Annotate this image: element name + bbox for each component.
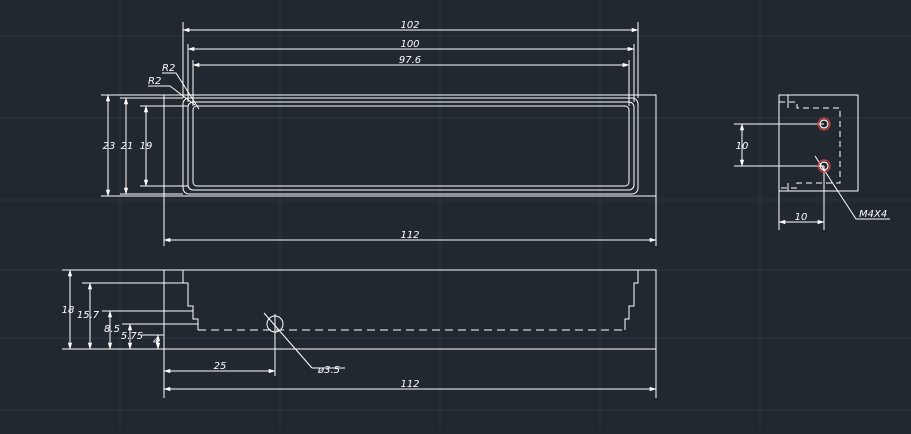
dim-height-21: 21 (121, 141, 134, 152)
front-view-outline (163, 269, 657, 350)
dim-side-spacing-10: 10 (736, 141, 749, 152)
dim-height-18: 18 (62, 305, 75, 316)
threaded-hole-upper-icon (817, 117, 831, 131)
dim-radius-inner: R2 (148, 76, 161, 87)
side-view (734, 94, 890, 230)
dim-hole-offset-25: 25 (214, 361, 227, 372)
dim-height-15-7: 15.7 (77, 310, 100, 321)
dim-front-length-112: 112 (400, 379, 419, 390)
front-view (62, 269, 657, 398)
side-view-holes (817, 117, 831, 173)
top-view-labels: 102 100 97.6 R2 R2 23 21 19 112 (103, 20, 422, 241)
threaded-hole-lower-icon (817, 159, 831, 173)
side-view-labels: 10 10 M4X4 (736, 141, 888, 223)
dim-top-102: 102 (400, 20, 419, 31)
dim-height-19: 19 (140, 141, 153, 152)
dim-height-8-5: 8.5 (104, 324, 120, 335)
top-view (101, 22, 657, 246)
pocket-mid (187, 101, 635, 191)
top-view-outline (163, 94, 657, 197)
dim-hole-diameter: ø3.5 (317, 365, 340, 376)
front-view-labels: 18 15.7 8.5 5.75 4 25 ø3.5 112 (62, 305, 420, 390)
dim-thread-spec: M4X4 (859, 209, 887, 220)
dim-height-23: 23 (103, 141, 116, 152)
side-view-outline (778, 94, 859, 192)
dim-top-100: 100 (400, 39, 419, 50)
dim-height-5-75: 5.75 (121, 331, 143, 342)
dim-top-97-6: 97.6 (399, 55, 421, 66)
pocket-inner (192, 105, 630, 187)
pocket-outer (182, 97, 639, 195)
dim-side-width-10: 10 (795, 212, 808, 223)
dim-height-4: 4 (153, 336, 159, 347)
dim-radius-outer: R2 (162, 63, 175, 74)
dim-top-length-112: 112 (400, 230, 419, 241)
